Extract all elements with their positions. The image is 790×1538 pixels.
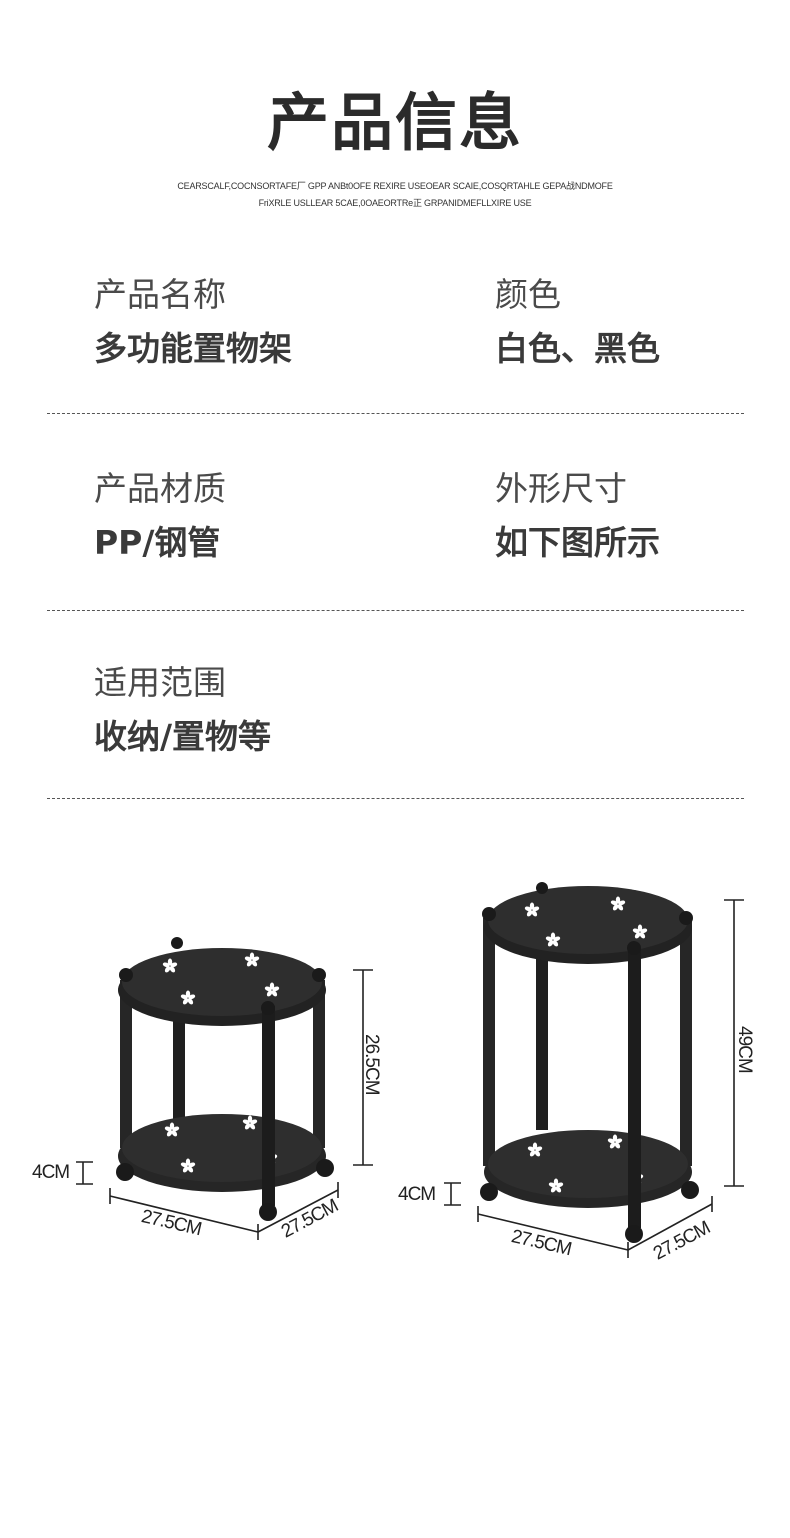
- usage-value: 收纳/置物等: [94, 717, 272, 756]
- divider: [47, 413, 744, 414]
- small-wheel-label: 4CM: [32, 1162, 70, 1183]
- divider: [47, 798, 744, 799]
- size-label: 外形尺寸: [495, 469, 627, 508]
- subtitle-line-2: FriXRLE USLLEAR 5CAE,0OAEORTRe正 GRPANIDM…: [258, 198, 532, 208]
- large-wheel-label: 4CM: [398, 1184, 436, 1205]
- color-value: 白色、黑色: [495, 329, 660, 368]
- large-shelf-image: [480, 882, 699, 1243]
- material-label: 产品材质: [94, 469, 226, 508]
- large-dimension-lines: [444, 899, 744, 1258]
- page-title: 产品信息: [266, 86, 523, 159]
- small-dimension-lines: [76, 969, 373, 1240]
- material-value: PP/钢管: [94, 523, 221, 562]
- small-shelf-image: [116, 937, 334, 1221]
- product-name-label: 产品名称: [94, 275, 226, 314]
- color-label: 颜色: [495, 275, 561, 314]
- small-height-label: 26.5CM: [361, 1034, 382, 1095]
- usage-label: 适用范围: [94, 663, 226, 702]
- large-height-label: 49CM: [734, 1026, 755, 1073]
- product-name-value: 多功能置物架: [94, 329, 292, 368]
- divider: [47, 610, 744, 611]
- subtitle-line-1: CEARSCALF,COCNSORTAFE厂 GPP ANBt0OFE REXI…: [177, 181, 613, 191]
- size-value: 如下图所示: [495, 523, 660, 562]
